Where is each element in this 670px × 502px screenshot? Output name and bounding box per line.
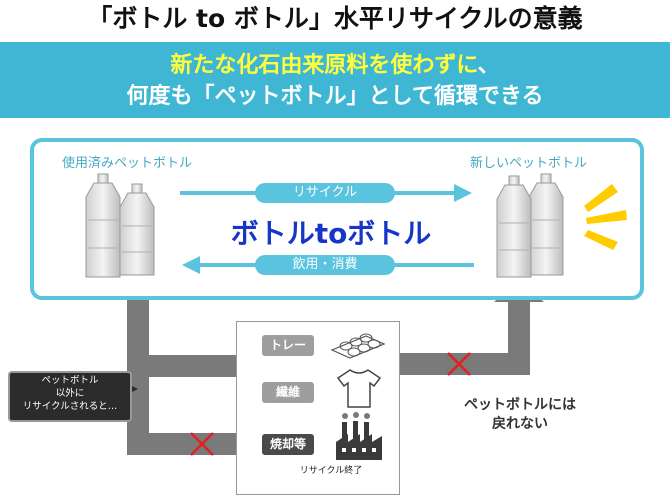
banner-line-1-suffix: 、 (477, 53, 500, 78)
banner-highlight: 新たな化石由来原料を使わずに (170, 53, 478, 78)
consumption-pill: 飲用・消費 (255, 255, 395, 275)
flow-branch-upper (127, 355, 239, 377)
banner-line-2: 何度も「ペットボトル」として循環できる (126, 84, 544, 109)
message-banner: 新たな化石由来原料を使わずに、 何度も「ペットボトル」として循環できる (0, 42, 670, 118)
fiber-tag: 繊維 (262, 382, 314, 403)
cannot-return-line: 戻れない (492, 416, 548, 432)
flow-branch-lower (127, 433, 239, 455)
tshirt-icon (336, 369, 382, 408)
cannot-return-text: ペットボトルには 戻れない (430, 396, 610, 434)
note-callout: ペットボトル 以外に リサイクルされると… (8, 371, 132, 422)
used-bottles-icon (85, 173, 155, 278)
tray-tag: トレー (262, 335, 314, 356)
note-line: 以外に (55, 388, 85, 399)
note-line: リサイクルされると… (22, 401, 118, 412)
cross-icon (447, 352, 471, 376)
note-line: ペットボトル (41, 375, 99, 386)
shine-icon (584, 184, 627, 250)
cannot-return-line: ペットボトルには (464, 397, 576, 413)
bottle-to-bottle-title: ボトルtoボトル (230, 217, 432, 250)
factory-icon (336, 412, 382, 460)
incineration-tag: 焼却等 (262, 434, 314, 455)
banner-line-1: 新たな化石由来原料を使わずに、 (0, 51, 670, 81)
new-bottles-label: 新しいペットボトル (470, 156, 588, 171)
recycle-end-label: リサイクル終了 (299, 466, 363, 476)
used-bottles-label: 使用済みペットボトル (62, 156, 193, 171)
page-title: 「ボトル to ボトル」水平リサイクルの意義 (87, 4, 583, 33)
new-bottles-icon (496, 173, 564, 278)
flow-return-horizontal (400, 353, 530, 375)
flow-return-vertical (508, 300, 530, 375)
recycle-pill: リサイクル (255, 183, 395, 203)
tray-icon (330, 333, 386, 359)
cross-icon (190, 432, 214, 456)
